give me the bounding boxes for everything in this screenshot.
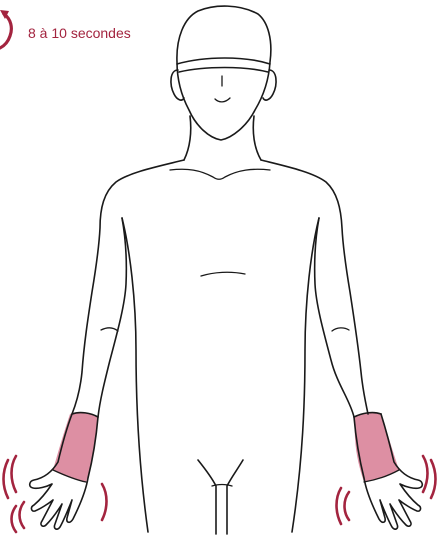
body-outline xyxy=(72,6,368,534)
duration-label: 8 à 10 secondes xyxy=(28,25,131,41)
rotate-arrow-icon xyxy=(0,10,11,48)
right-hand-highlight xyxy=(354,413,399,482)
torso-outer xyxy=(72,160,184,414)
left-hand-highlight xyxy=(53,413,98,482)
highlight-zones xyxy=(53,413,399,482)
